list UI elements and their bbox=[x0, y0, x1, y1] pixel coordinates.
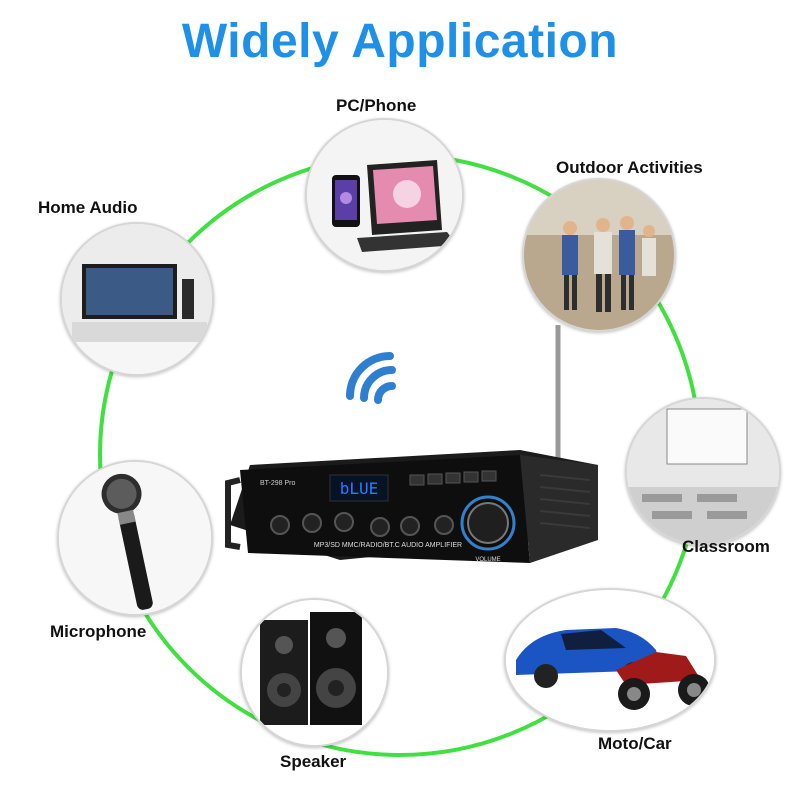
amp-model: BT-298 Pro bbox=[260, 480, 296, 487]
pc-phone-image bbox=[305, 118, 464, 272]
microphone-image bbox=[57, 460, 213, 616]
amplifier-image: bLUE BT-298 Pro MP3/SD MMC/RADIO/BT.C AU… bbox=[225, 325, 598, 563]
wifi-signal-icon bbox=[346, 352, 396, 404]
label-home-audio: Home Audio bbox=[38, 198, 138, 217]
classroom-image bbox=[625, 397, 781, 546]
amp-panel-text: MP3/SD MMC/RADIO/BT.C AUDIO AMPLIFIER bbox=[314, 542, 462, 549]
label-pc-phone: PC/Phone bbox=[336, 96, 417, 115]
label-outdoor: Outdoor Activities bbox=[556, 158, 703, 177]
label-classroom: Classroom bbox=[682, 537, 770, 556]
car-motorcycle-icon bbox=[506, 590, 714, 730]
tv-icon bbox=[62, 224, 212, 374]
home-audio-image bbox=[60, 222, 214, 376]
page-title: Widely Application bbox=[181, 15, 619, 68]
speaker-image bbox=[240, 598, 389, 747]
classroom-icon bbox=[627, 399, 779, 544]
amp-display-text: bLUE bbox=[340, 479, 379, 498]
label-speaker: Speaker bbox=[280, 752, 347, 771]
crowd-icon bbox=[524, 180, 674, 330]
speaker-icon bbox=[242, 600, 387, 745]
amp-volume-label: VOLUME bbox=[475, 557, 500, 563]
moto-car-image bbox=[504, 588, 716, 732]
outdoor-image bbox=[522, 178, 676, 332]
label-moto-car: Moto/Car bbox=[598, 734, 672, 753]
microphone-icon bbox=[59, 462, 211, 614]
laptop-phone-icon bbox=[307, 120, 462, 270]
label-microphone: Microphone bbox=[50, 622, 147, 641]
